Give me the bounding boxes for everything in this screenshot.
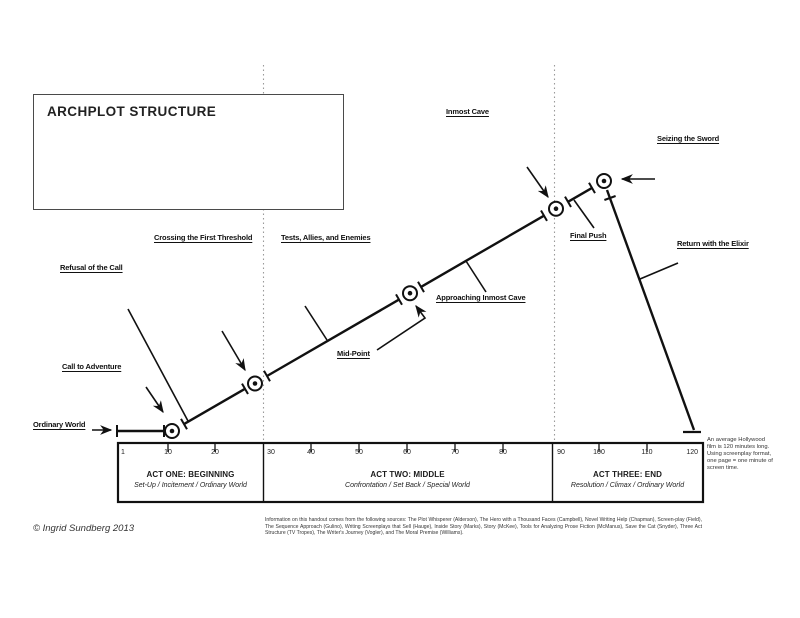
crossing-first-threshold-arrow	[221, 330, 246, 372]
axis-tick-30: 30	[267, 449, 275, 456]
label-mid-point: Mid-Point	[337, 349, 370, 358]
label-call-to-adventure: Call to Adventure	[62, 362, 122, 371]
axis-tick-100: 100	[593, 449, 605, 456]
label-refusal-of-the-call: Refusal of the Call	[60, 263, 123, 272]
label-seizing-the-sword: Seizing the Sword	[657, 134, 720, 143]
act-three-title: ACT THREE: END	[593, 470, 662, 479]
axis-tick-70: 70	[451, 449, 459, 456]
axis-box	[116, 441, 705, 504]
axis-tick-90: 90	[557, 449, 565, 456]
tests-allies-enemies-pointer	[304, 305, 328, 341]
plot-line-end-caps	[180, 182, 596, 430]
final-push-pointer	[573, 199, 595, 229]
mid-point-arrow	[376, 304, 427, 351]
label-tests-allies-and-enemies: Tests, Allies, and Enemies	[281, 233, 371, 242]
act-two-title: ACT TWO: MIDDLE	[370, 470, 445, 479]
act-three-section: ACT THREE: END Resolution / Climax / Ord…	[552, 470, 703, 489]
annotation-arrows	[92, 166, 655, 435]
label-return-with-the-elixir: Return with the Elixir	[677, 239, 749, 248]
copyright-notice: © Ingrid Sundberg 2013	[33, 523, 135, 534]
approaching-inmost-cave-pointer	[465, 260, 487, 293]
inmost-cave-arrow	[526, 166, 549, 199]
act-one-section: ACT ONE: BEGINNING Set-Up / Incitement /…	[118, 470, 263, 489]
label-final-push: Final Push	[570, 231, 607, 240]
axis-tick-1: 1	[121, 449, 125, 456]
stage-point-call-to-adventure	[164, 423, 180, 439]
act-one-subtitle: Set-Up / Incitement / Ordinary World	[134, 482, 247, 489]
sources-note: Information on this handout comes from t…	[265, 517, 702, 537]
stage-point-mid-point	[402, 285, 418, 302]
label-approaching-inmost-cave: Approaching Inmost Cave	[436, 293, 526, 302]
ordinary-world-segment	[116, 425, 165, 437]
act-two-subtitle: Confrontation / Set Back / Special World	[345, 482, 470, 489]
axis-tick-60: 60	[403, 449, 411, 456]
runtime-note: An average Hollywood film is 120 minutes…	[707, 437, 773, 472]
act-three-subtitle: Resolution / Climax / Ordinary World	[570, 482, 685, 489]
axis-tick-marks	[167, 444, 648, 452]
annotation-pointers	[127, 199, 679, 422]
page-title: ARCHPLOT STRUCTURE	[47, 104, 217, 119]
label-ordinary-world: Ordinary World	[33, 420, 86, 429]
refusal-of-the-call-pointer	[127, 308, 189, 422]
stage-point-seizing-the-sword	[596, 173, 612, 189]
axis-tick-50: 50	[355, 449, 363, 456]
label-inmost-cave: Inmost Cave	[446, 107, 489, 116]
axis-tick-110: 110	[641, 449, 653, 456]
stage-point-crossing-first-threshold	[247, 375, 263, 392]
act-one-title: ACT ONE: BEGINNING	[146, 470, 235, 479]
call-to-adventure-arrow	[145, 386, 164, 414]
axis-tick-80: 80	[499, 449, 507, 456]
return-with-elixir-pointer	[639, 262, 679, 280]
axis-tick-10: 10	[164, 449, 172, 456]
title-box: ARCHPLOT STRUCTURE	[33, 94, 344, 210]
stage-point-inmost-cave	[548, 200, 564, 217]
axis-tick-40: 40	[307, 449, 315, 456]
act-two-section: ACT TWO: MIDDLE Confrontation / Set Back…	[263, 470, 552, 489]
label-crossing-the-first-threshold: Crossing the First Threshold	[154, 233, 253, 242]
axis-tick-120: 120	[686, 449, 698, 456]
return-descent-line	[604, 189, 701, 434]
plot-line	[183, 186, 593, 426]
axis-tick-20: 20	[211, 449, 219, 456]
